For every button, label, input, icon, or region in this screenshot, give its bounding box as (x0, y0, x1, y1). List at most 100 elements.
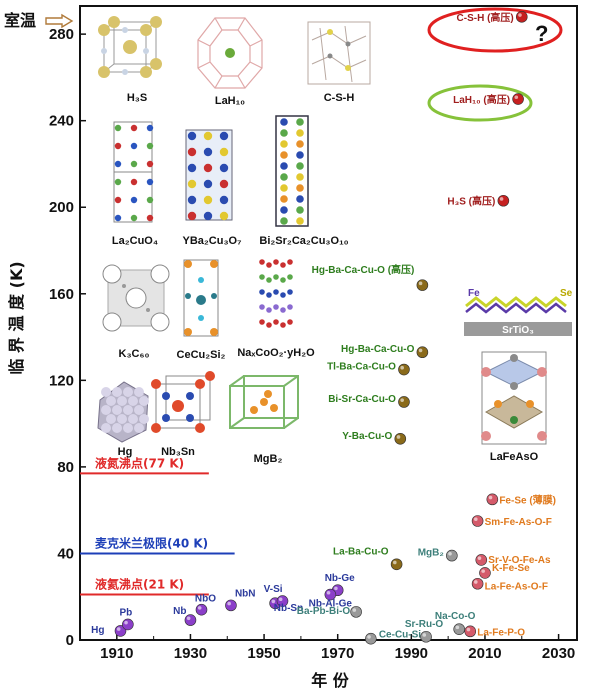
csh-label: C-S-H (324, 92, 355, 104)
atom-dot (280, 262, 286, 268)
data-point (515, 11, 528, 23)
atom-dot (296, 173, 304, 181)
x-tick-label: 1970 (321, 645, 354, 662)
data-point-highlight (278, 597, 283, 602)
lah10-structure-illustration (197, 17, 263, 89)
data-point-highlight (396, 435, 401, 439)
atom-dot (280, 307, 286, 313)
data-point-highlight (334, 586, 338, 591)
atom-dot (114, 124, 122, 132)
atom-dot (273, 259, 279, 265)
atom-dot (123, 423, 133, 433)
fese-srtio3-illustration (464, 296, 572, 336)
atom-dot (296, 140, 304, 148)
atom-dot (510, 382, 518, 390)
atom-dot (210, 328, 218, 336)
data-point-highlight (474, 580, 478, 584)
reference-lines: 液氮沸点(77 K)麦克米兰极限(40 K)液氦沸点(21 K) (80, 455, 235, 596)
atom-dot (130, 124, 138, 132)
atom-dot (280, 292, 286, 298)
atom-dot (106, 396, 116, 406)
data-point-label: Hg-Ba-Ca-Cu-O (341, 344, 415, 355)
data-point-highlight (477, 556, 482, 560)
atom-dot (187, 179, 197, 189)
atom-dot (280, 151, 288, 159)
atom-dot (187, 211, 197, 221)
hg-label: Hg (118, 446, 133, 458)
data-point (184, 614, 197, 626)
atom-dot (280, 277, 286, 283)
nb3sn-label: Nb₃Sn (161, 446, 195, 458)
atom-dot (537, 431, 547, 441)
naxcoo2-structure-illustration (259, 259, 293, 328)
data-point-highlight (518, 13, 522, 17)
atom-dot (134, 423, 144, 433)
atom-dot (151, 379, 161, 389)
data-point-label: Sr-Ru-O (405, 619, 444, 630)
atom-dot (273, 289, 279, 295)
data-point-label: Tl-Ba-Ca-Cu-O (327, 362, 396, 373)
atom-dot (128, 396, 138, 406)
data-point-label: Sr-V-O-Fe-As (488, 555, 551, 566)
y-tick-label: 40 (57, 545, 74, 562)
atom-dot (130, 160, 138, 168)
atom-dot (273, 304, 279, 310)
data-point (471, 577, 484, 590)
atom-dot (287, 319, 293, 325)
reference-line-label: 液氦沸点(21 K) (95, 577, 184, 592)
data-point-highlight (474, 517, 478, 521)
data-point-label: Hg-Ba-Ca-Cu-O (高压) (312, 263, 415, 276)
data-point-label: V-Si (264, 584, 283, 595)
atom-dot (280, 140, 288, 148)
data-point (512, 93, 524, 105)
data-point (398, 396, 410, 408)
atom-dot (510, 416, 518, 424)
data-point (420, 630, 432, 643)
naxcoo2-label: NaₓCoO₂·yH₂O (237, 347, 315, 359)
atom-dot (151, 423, 161, 433)
plot-frame (79, 5, 578, 641)
lafeaso-structure-illustration (481, 351, 547, 445)
atom-dot (195, 423, 205, 433)
data-point-highlight (514, 95, 519, 100)
atom-dot (526, 400, 534, 408)
atom-dot (130, 196, 138, 204)
data-point-label: Nb-Ge (325, 573, 355, 584)
data-point (394, 432, 407, 445)
atom-dot (537, 367, 547, 377)
cecu2si2-label: CeCu₂Si₂ (177, 349, 226, 361)
x-tick-label: 1990 (395, 645, 428, 662)
atom-dot (162, 414, 170, 422)
atom-dot (266, 262, 272, 268)
question-mark: ? (535, 21, 548, 46)
data-point-highlight (271, 599, 276, 604)
data-point (464, 625, 477, 638)
x-tick-label: 2010 (468, 645, 501, 662)
data-point-highlight (227, 601, 231, 606)
y-tick-label: 280 (49, 26, 74, 43)
data-point-label: H₃S (高压) (447, 195, 495, 208)
atom-dot (273, 319, 279, 325)
data-point-label: C-S-H (高压) (457, 11, 514, 24)
atom-dot (203, 147, 213, 157)
data-point-highlight (400, 365, 404, 370)
atom-dot (112, 423, 122, 433)
atom-dot (134, 387, 144, 397)
x-axis-label: 年 份 (311, 671, 350, 690)
atom-dot (130, 214, 138, 222)
fese-fe-label: Fe (468, 288, 480, 299)
lafeaso-label: LaFeAsO (490, 451, 539, 463)
data-point-highlight (367, 635, 371, 639)
data-point-highlight (186, 616, 191, 621)
bscco-label: Bi₂Sr₂Ca₂Cu₃O₁₀ (259, 235, 348, 247)
atom-dot (130, 178, 138, 186)
h3s-structure-illustration (98, 16, 162, 78)
lah10-label: LaH₁₀ (215, 95, 245, 107)
y-tick-label: 160 (49, 286, 74, 303)
atom-dot (198, 315, 204, 321)
atom-dot (273, 274, 279, 280)
data-point-highlight (466, 627, 471, 632)
y-tick-label: 80 (57, 459, 74, 476)
